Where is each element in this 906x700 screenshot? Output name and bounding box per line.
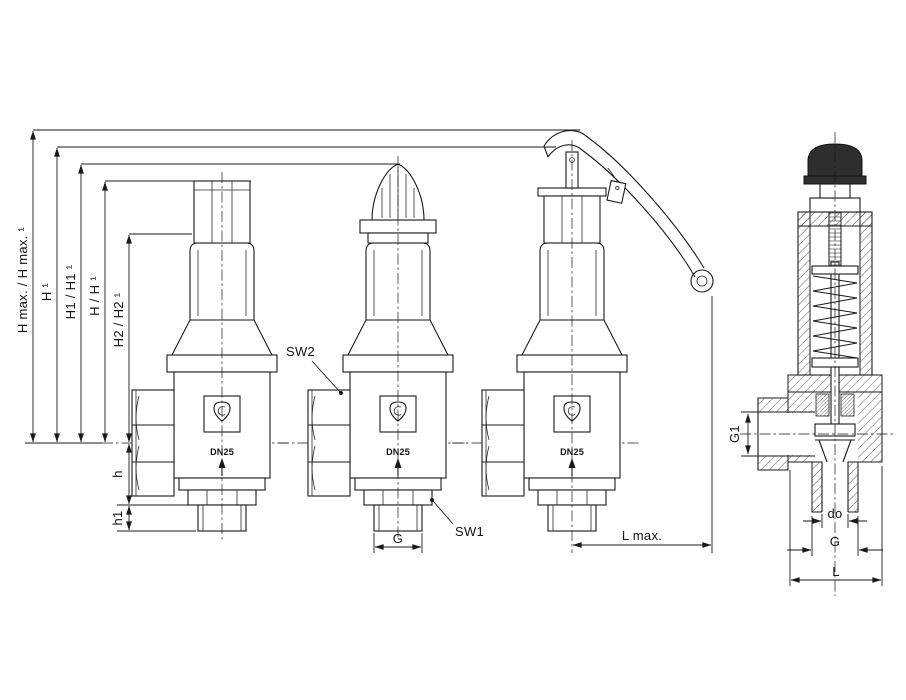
g1-label: G1 (727, 425, 742, 443)
dim-label-h-small: h (110, 470, 125, 478)
do-label: do (827, 506, 842, 521)
valve-front-knob-cap (277, 156, 467, 540)
valve-front-threaded-cap (101, 172, 291, 540)
g-outlet-label: G (830, 534, 840, 549)
release-lever (543, 130, 714, 293)
dim-label-h2: H2 / H2 ¹ (111, 292, 126, 347)
valve-section-view: G1 do G L (727, 132, 896, 596)
height-dimensions: H max. / H max. ¹ H ¹ H1 / H1 ¹ H / H ¹ … (15, 129, 580, 532)
dim-label-h-max: H max. / H max. ¹ (15, 227, 30, 334)
l-label: L (832, 564, 840, 579)
sw1-label: SW1 (455, 524, 484, 539)
dim-label-h1-small: h1 (110, 510, 125, 525)
lever-ring (690, 269, 714, 293)
dim-label-h-sup: H ¹ (39, 283, 54, 302)
g-inlet-label: G (393, 531, 403, 546)
l-max-label: L max. (622, 528, 662, 543)
dim-label-h: H / H ¹ (87, 276, 102, 316)
cap-knob (807, 143, 863, 184)
callouts: SW2 SW1 G L max. (286, 296, 713, 553)
dim-label-h1: H1 / H1 ¹ (63, 264, 78, 319)
lead-seal-tag (606, 167, 627, 204)
sw2-label: SW2 (286, 344, 315, 359)
valve-front-lever (451, 130, 714, 553)
